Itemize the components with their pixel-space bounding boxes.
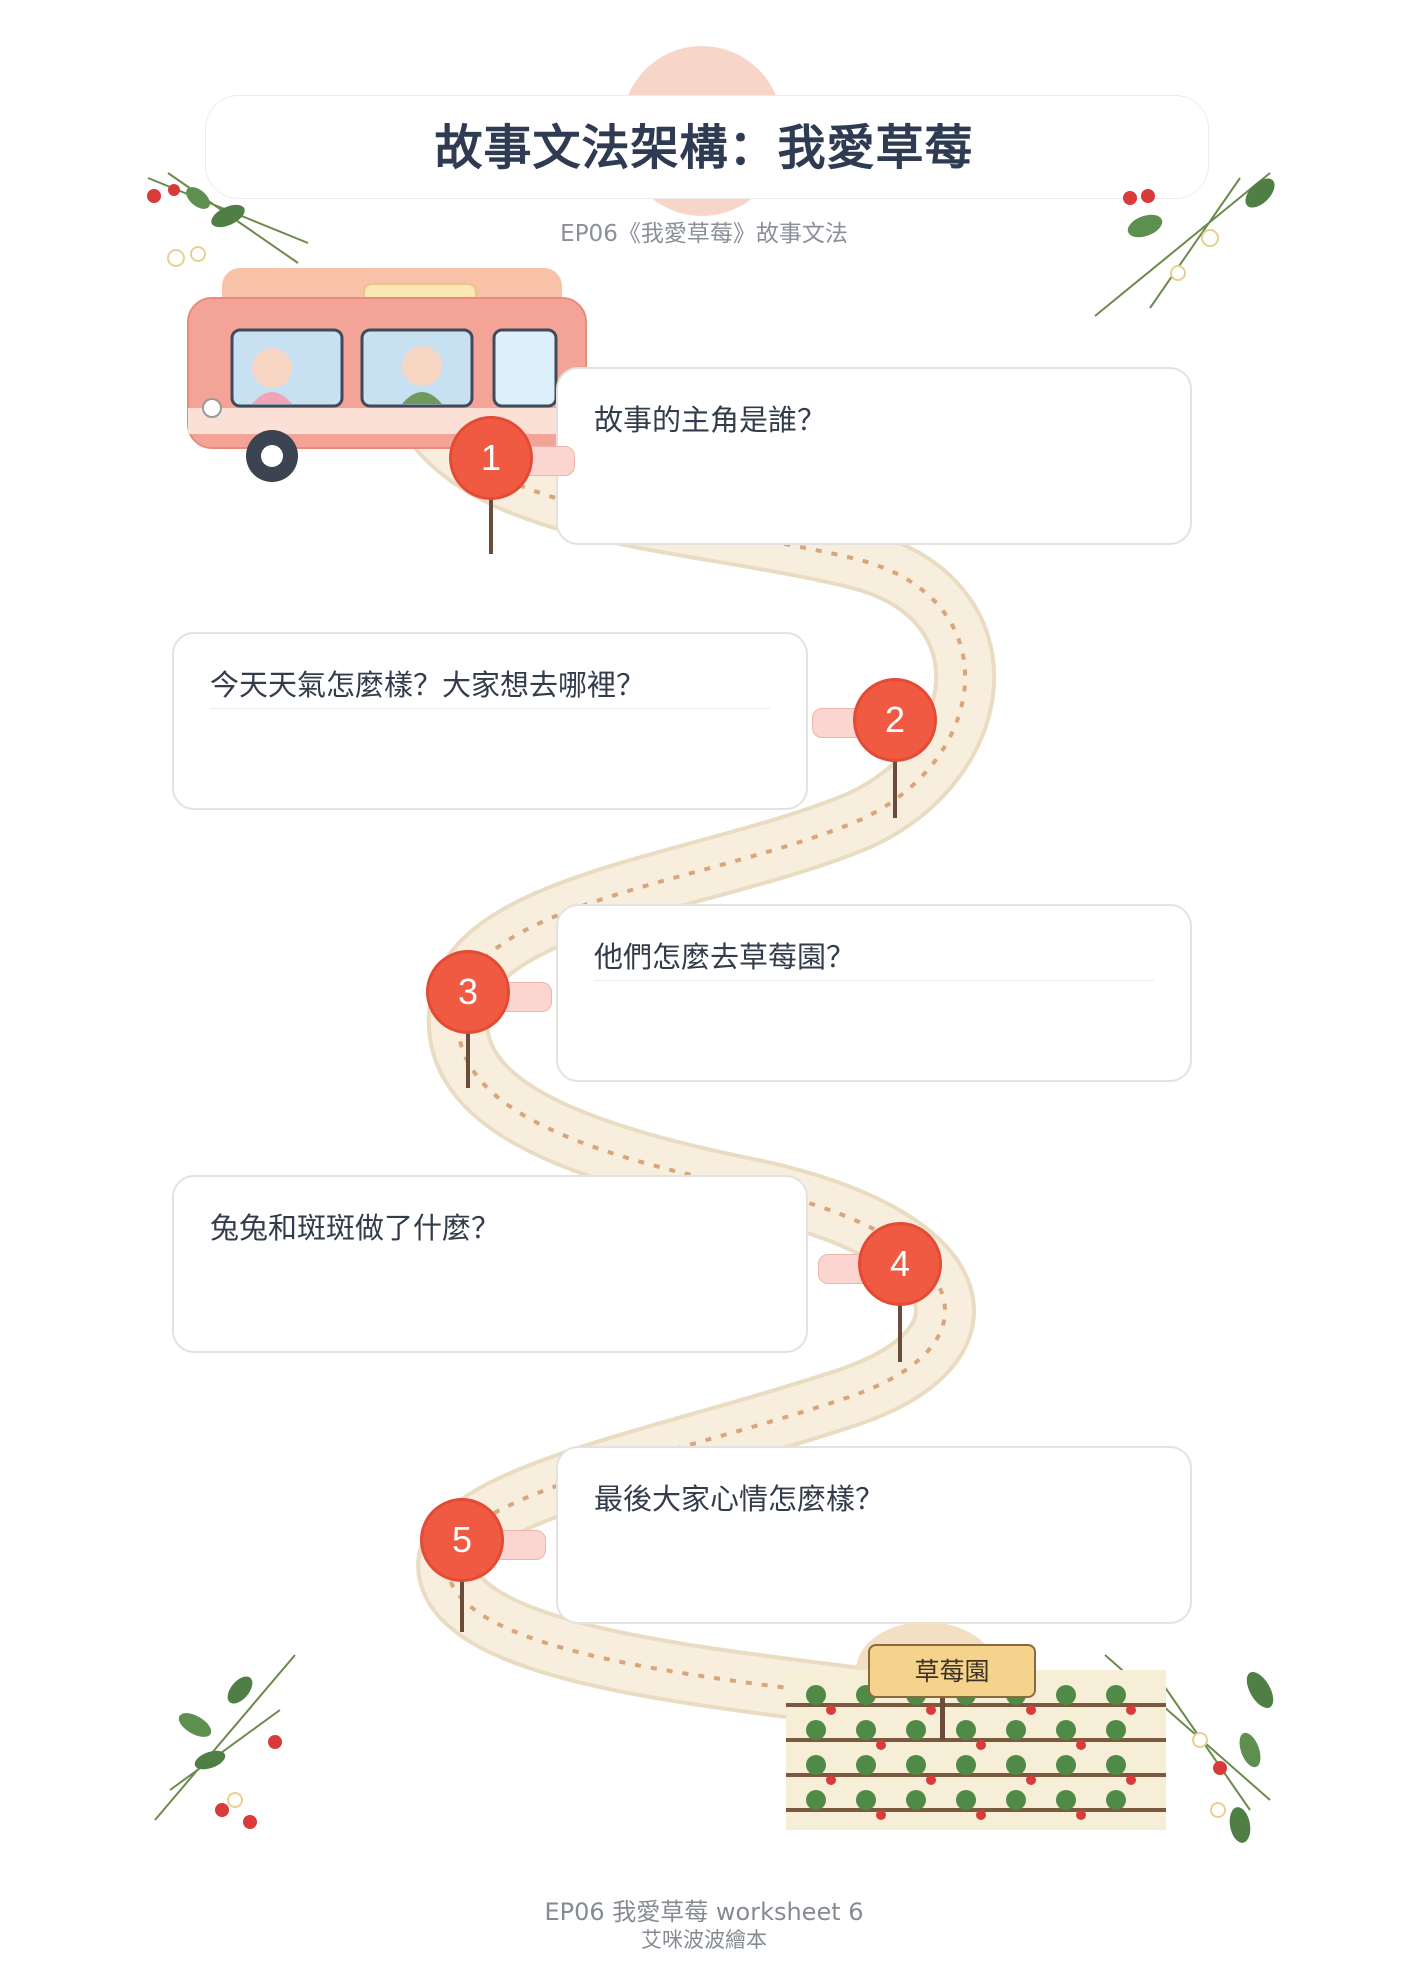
- question-text: 兔兔和斑斑做了什麼？: [210, 1211, 501, 1245]
- signpost-pole: [466, 1026, 470, 1088]
- bus-illustration-icon: [187, 268, 587, 482]
- title-frame: [205, 95, 1209, 199]
- answer-line: [210, 708, 770, 709]
- strawberry-vine-top-right-icon: [1094, 172, 1275, 317]
- step-marker-4: 4: [858, 1222, 942, 1306]
- step-marker-5: 5: [420, 1498, 504, 1582]
- question-box-4[interactable]: 兔兔和斑斑做了什麼？: [172, 1175, 808, 1353]
- signpost-pole: [460, 1570, 464, 1632]
- question-text: 他們怎麼去草莓園？: [594, 940, 856, 974]
- footer-worksheet-label: EP06 我愛草莓 worksheet 6: [544, 1898, 864, 1926]
- answer-line: [594, 980, 1154, 981]
- signpost-pole: [893, 756, 897, 818]
- question-box-2[interactable]: 今天天氣怎麼樣？大家想去哪裡？: [172, 632, 808, 810]
- strawberry-farm-sign: 草莓園: [868, 1644, 1036, 1698]
- signpost-pole: [489, 492, 493, 554]
- question-text: 今天天氣怎麼樣？大家想去哪裡？: [210, 668, 646, 702]
- step-marker-3: 3: [426, 950, 510, 1034]
- question-box-1[interactable]: 故事的主角是誰？: [556, 367, 1192, 545]
- question-box-5[interactable]: 最後大家心情怎麼樣？: [556, 1446, 1192, 1624]
- step-marker-1: 1: [449, 416, 533, 500]
- question-text: 故事的主角是誰？: [594, 403, 827, 437]
- question-box-3[interactable]: 他們怎麼去草莓園？: [556, 904, 1192, 1082]
- page-title: 故事文法架構：我愛草莓: [434, 120, 974, 176]
- step-marker-2: 2: [853, 678, 937, 762]
- page-subtitle: EP06《我愛草莓》故事文法: [560, 221, 848, 247]
- strawberry-vine-top-left-icon: [147, 172, 309, 267]
- signpost-pole: [898, 1300, 902, 1362]
- footer-publisher: 艾咪波波繪本: [641, 1928, 767, 1952]
- question-text: 最後大家心情怎麼樣？: [594, 1482, 885, 1516]
- strawberry-vine-bottom-left-icon: [154, 1654, 296, 1829]
- strawberry-vine-bottom-right-icon: [1104, 1654, 1274, 1843]
